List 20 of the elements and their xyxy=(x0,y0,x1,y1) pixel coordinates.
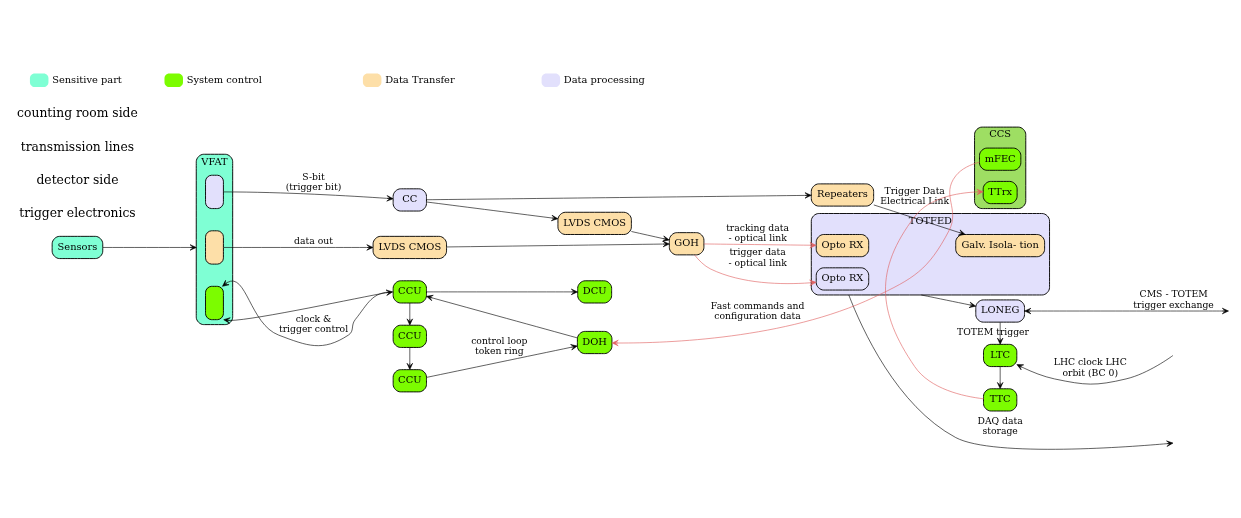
edge-label: tracking data - optical link xyxy=(726,221,790,244)
legend-label: Sensitive part xyxy=(52,73,122,85)
edge-label: trigger data - optical link xyxy=(728,246,787,268)
edge-label: Trigger Data Electrical Link xyxy=(880,184,950,207)
edge-label: LHC clock LHC orbit (BC 0) xyxy=(1053,356,1127,378)
edge-label: clock & trigger control xyxy=(278,312,349,335)
edge-label: control loop token ring xyxy=(471,334,528,357)
legend-label: System control xyxy=(186,73,262,85)
edge-label: S-bit (trigger bit) xyxy=(285,170,342,193)
label: transmission lines xyxy=(20,139,135,154)
edge-label: data out xyxy=(294,235,333,247)
legend-label: Data Transfer xyxy=(385,73,455,85)
label: counting room side xyxy=(17,106,138,121)
label: trigger electronics xyxy=(19,206,136,221)
edge-label: Fast commands and configuration data xyxy=(710,299,805,322)
legend-label: Data processing xyxy=(563,73,645,85)
edge-label: DAQ data storage xyxy=(977,414,1023,437)
label: detector side xyxy=(36,172,119,187)
edge-label: CMS - TOTEM trigger exchange xyxy=(1133,288,1214,310)
edge-label: TOTEM trigger xyxy=(957,326,1030,338)
